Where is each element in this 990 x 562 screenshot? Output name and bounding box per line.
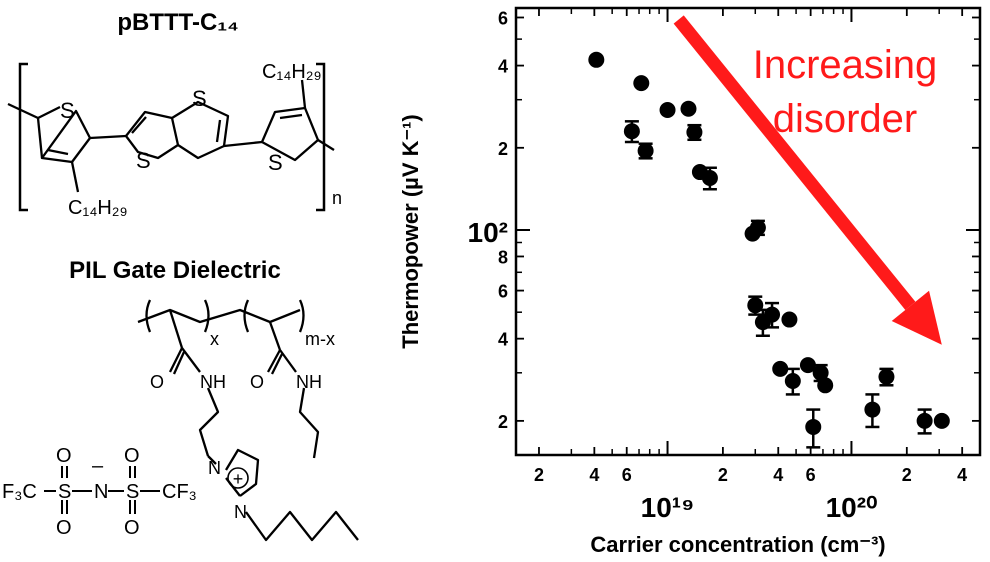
side-chain-bottom: C₁₄H₂₉ xyxy=(68,197,128,219)
svg-text:O: O xyxy=(150,372,164,392)
data-point xyxy=(637,142,654,159)
svg-text:NH: NH xyxy=(200,372,226,392)
anion-labels: F₃C S N S CF₃ O O O O – xyxy=(2,445,197,539)
svg-text:S: S xyxy=(192,86,207,111)
data-point xyxy=(623,123,640,140)
x-minor-tick-label: 2 xyxy=(534,465,544,485)
data-point xyxy=(799,357,816,374)
svg-text:S: S xyxy=(126,481,139,503)
x-major-tick-label: 10¹⁹ xyxy=(641,492,695,523)
y-minor-tick-label: 4 xyxy=(498,330,508,350)
x-minor-tick-label: 6 xyxy=(622,465,632,485)
svg-text:CF₃: CF₃ xyxy=(162,481,197,503)
svg-text:S: S xyxy=(58,481,71,503)
data-point xyxy=(817,377,834,394)
x-minor-tick-label: 4 xyxy=(957,465,967,485)
y-minor-tick-label: 2 xyxy=(498,412,508,432)
annotation-line-2: disorder xyxy=(773,97,918,141)
svg-text:O: O xyxy=(56,445,72,467)
x-minor-tick-label: 6 xyxy=(806,465,816,485)
data-point xyxy=(680,100,697,117)
svg-text:O: O xyxy=(124,445,140,467)
y-minor-tick-label: 4 xyxy=(498,57,508,77)
dielectric-title: PIL Gate Dielectric xyxy=(69,257,281,284)
data-point xyxy=(864,401,881,418)
annotation-arrow-head xyxy=(891,290,942,345)
svg-text:O: O xyxy=(56,517,72,539)
data-point xyxy=(878,368,895,385)
side-chain-top: C₁₄H₂₉ xyxy=(262,61,322,83)
svg-text:N: N xyxy=(234,502,247,522)
x-axis-label: Carrier concentration (cm⁻³) xyxy=(590,532,885,557)
data-point xyxy=(633,75,650,92)
thermopower-chart: 10¹⁹ 10²⁰ 2 4 6 2 4 6 2 4 10² 2 4 6 8 2 4 6 Thermopower (… xyxy=(398,6,982,557)
bttt-backbone xyxy=(7,79,335,193)
annotation-arrow-shaft xyxy=(673,15,916,310)
y-axis-label: Thermopower (µV K⁻¹) xyxy=(398,114,423,349)
svg-text:NH: NH xyxy=(296,372,322,392)
svg-text:x: x xyxy=(210,329,219,349)
data-point xyxy=(686,124,703,141)
y-minor-tick-label: 6 xyxy=(498,282,508,302)
svg-text:N: N xyxy=(208,458,221,478)
data-point xyxy=(588,51,605,68)
chemical-structures: pBTTT-C₁₄ n S S S S C₁₄H₂₉ C₁₄ xyxy=(2,9,359,542)
svg-text:O: O xyxy=(250,372,264,392)
plus-sign: + xyxy=(233,469,244,489)
svg-text:F₃C: F₃C xyxy=(2,481,37,503)
plot-frame xyxy=(514,6,982,457)
svg-text:S: S xyxy=(136,148,151,173)
sulfur-atoms: S S S S xyxy=(60,86,283,175)
data-point xyxy=(764,306,781,323)
plus-circle xyxy=(227,467,249,489)
repeat-subscript: n xyxy=(332,188,342,208)
svg-text:m-x: m-x xyxy=(305,329,335,349)
x-minor-tick-label: 2 xyxy=(718,465,728,485)
x-minor-tick-label: 2 xyxy=(902,465,912,485)
pil-labels: x m-x O NH O NH N N xyxy=(150,329,335,522)
y-major-tick-label: 10² xyxy=(468,217,508,248)
repeat-brackets xyxy=(18,62,326,212)
annotation-line-1: Increasing xyxy=(753,43,938,87)
svg-text:N: N xyxy=(94,481,108,503)
data-point xyxy=(749,219,766,236)
data-point xyxy=(916,412,933,429)
data-point xyxy=(659,102,676,119)
x-major-tick-label: 10²⁰ xyxy=(826,492,878,523)
anion-bonds xyxy=(44,466,160,514)
data-point xyxy=(772,360,789,377)
data-point xyxy=(933,412,950,429)
data-point xyxy=(784,372,801,389)
data-point xyxy=(805,418,822,435)
svg-text:S: S xyxy=(268,150,283,175)
data-point xyxy=(812,364,829,381)
polymer-title: pBTTT-C₁₄ xyxy=(117,9,238,36)
svg-text:O: O xyxy=(124,517,140,539)
y-minor-tick-label: 8 xyxy=(498,247,508,267)
svg-text:–: – xyxy=(92,455,104,477)
x-minor-tick-label: 4 xyxy=(589,465,599,485)
svg-text:S: S xyxy=(60,98,75,123)
data-point xyxy=(701,170,718,187)
y-minor-tick-label: 6 xyxy=(498,8,508,28)
data-point xyxy=(781,311,798,328)
plot-area: 10¹⁹ 10²⁰ 2 4 6 2 4 6 2 4 10² 2 4 6 8 2 4 6 xyxy=(468,6,982,523)
x-minor-tick-label: 4 xyxy=(773,465,783,485)
y-minor-tick-label: 2 xyxy=(498,139,508,159)
